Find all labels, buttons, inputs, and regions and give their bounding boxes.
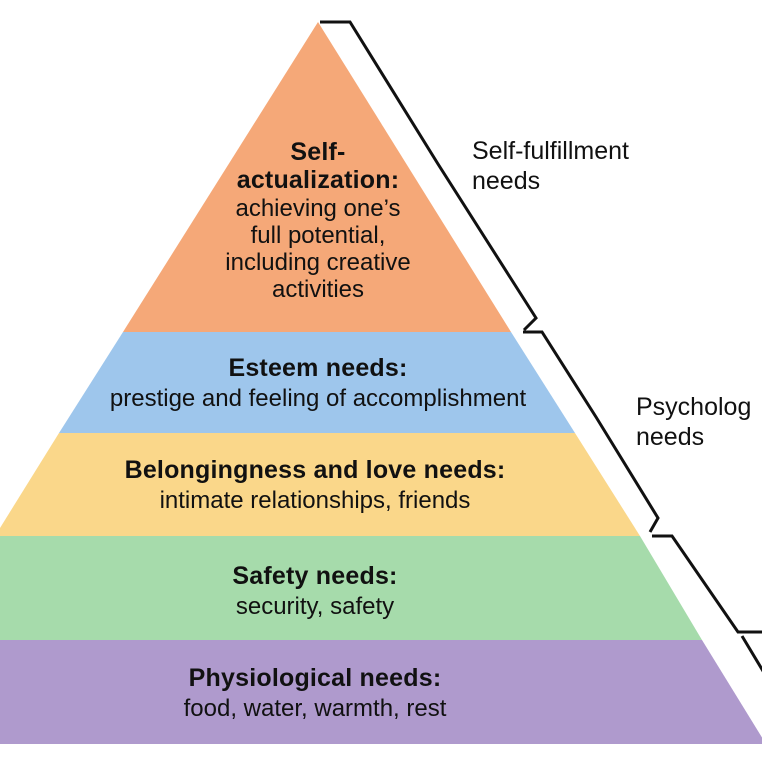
tier-self-actualization-text: Self- actualization: achieving one’s ful…: [198, 138, 438, 304]
group-label-self-fulfillment: Self-fulfillment needs: [472, 136, 629, 196]
bracket-self-fulfillment: [320, 20, 538, 332]
group-label-self-fulfillment-line2: needs: [472, 167, 541, 195]
group-label-psychological-line2: needs: [636, 423, 705, 451]
bracket-psychological: [523, 330, 660, 533]
tier-safety: [0, 536, 702, 640]
group-label-self-fulfillment-line1: Self-fulfillment: [472, 137, 629, 165]
tier-belonging: [0, 433, 640, 536]
group-label-psychological-line1: Psycholog: [636, 393, 752, 421]
bracket-basic: [652, 534, 762, 673]
self-actualization-desc-line4: activities: [271, 275, 365, 303]
self-actualization-desc-line2: full potential,: [250, 221, 386, 249]
group-label-psychological: Psycholog needs: [636, 392, 751, 452]
safety-desc: security, safety: [235, 593, 395, 620]
esteem-title: Esteem needs:: [228, 354, 408, 382]
tier-belonging-text: Belongingness and love needs: intimate r…: [30, 456, 600, 515]
self-actualization-desc-line1: achieving one’s: [235, 195, 401, 222]
tier-safety-text: Safety needs: security, safety: [100, 562, 530, 621]
tier-self-actualization: [123, 22, 511, 332]
tier-physiological-text: Physiological needs: food, water, warmth…: [100, 664, 530, 723]
tier-esteem: [59, 332, 575, 433]
safety-title: Safety needs:: [232, 562, 398, 590]
esteem-desc: prestige and feeling of accomplishment: [109, 385, 527, 412]
physiological-title: Physiological needs:: [188, 664, 442, 692]
belonging-desc: intimate relationships, friends: [159, 487, 471, 514]
self-actualization-desc-line3: including creative: [225, 248, 411, 276]
self-actualization-title-line1: Self-: [290, 138, 346, 166]
self-actualization-title-line2: actualization:: [236, 166, 400, 194]
belonging-title: Belongingness and love needs:: [124, 456, 506, 484]
physiological-desc: food, water, warmth, rest: [183, 695, 447, 722]
tier-esteem-text: Esteem needs: prestige and feeling of ac…: [70, 354, 566, 413]
tier-physiological: [0, 640, 762, 744]
